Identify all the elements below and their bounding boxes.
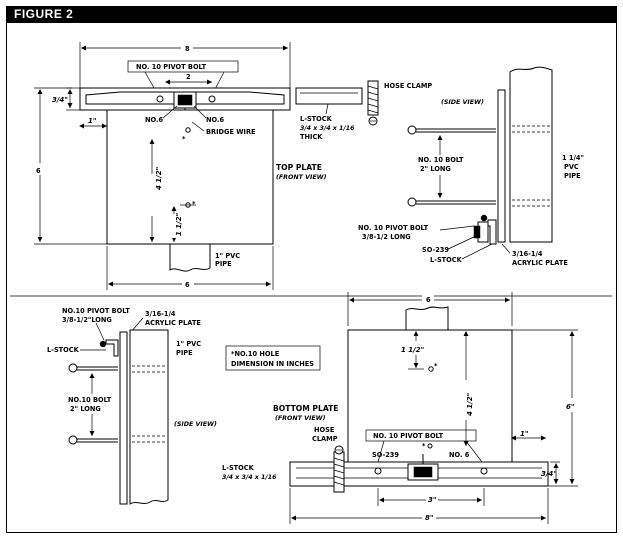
right-acrylic: 3/16-1/4 bbox=[512, 250, 543, 258]
l-stock-piece: L-STOCK 3/4 x 3/4 x 1/16 THICK bbox=[295, 87, 363, 141]
top-pvc-label: 1" PVC bbox=[215, 252, 240, 260]
right-pvc-label-2: PVC bbox=[564, 163, 579, 171]
top-pivot-bolt-label: NO. 10 PIVOT BOLT bbox=[136, 63, 207, 71]
figure-title: FIGURE 2 bbox=[6, 6, 617, 23]
bottom-no6: NO. 6 bbox=[449, 451, 470, 459]
left-l-stock: L-STOCK bbox=[47, 346, 80, 354]
top-plate-drawing: 8 NO. 10 PIVOT BOLT 2 bbox=[34, 42, 327, 290]
l-stock-dims: 3/4 x 3/4 x 1/16 bbox=[300, 125, 355, 132]
bottom-dim-3: 3" bbox=[428, 496, 437, 504]
top-pvc-label-2: PIPE bbox=[215, 260, 232, 268]
right-bolt-long: 2" LONG bbox=[420, 165, 451, 173]
left-pvc-label: 1" PVC bbox=[176, 340, 201, 348]
top-bridge-wire: BRIDGE WIRE bbox=[206, 128, 256, 136]
top-no6-left: NO.6 bbox=[145, 116, 163, 124]
bottom-dim-4-1-2: 4 1/2" bbox=[466, 393, 474, 416]
legend-line-1: *NO.10 HOLE bbox=[231, 350, 280, 358]
bottom-dim-1-1-2: 1 1/2" bbox=[401, 346, 424, 354]
left-acrylic: 3/16-1/4 bbox=[145, 310, 176, 318]
l-stock-label: L-STOCK bbox=[300, 115, 333, 123]
top-dim-6-bottom: 6 bbox=[185, 281, 190, 289]
right-side-view: NO. 10 BOLT 2" LONG (SIDE VIEW) 1 1/4" P… bbox=[358, 66, 584, 267]
top-dim-4-1-2: 4 1/2" bbox=[155, 167, 163, 190]
bottom-dim-3-4: 3/4" bbox=[541, 470, 557, 478]
top-dim-3-4: 3/4" bbox=[52, 96, 68, 104]
top-asterisk-2: * bbox=[192, 200, 196, 208]
bottom-hose-label-2: CLAMP bbox=[312, 435, 338, 443]
right-bolt-label: NO. 10 BOLT bbox=[418, 156, 464, 164]
bottom-asterisk-1: * bbox=[434, 362, 438, 370]
right-pvc-label-3: PIPE bbox=[564, 172, 581, 180]
bottom-l-stock-dims: 3/4 x 3/4 x 1/16 bbox=[222, 474, 277, 481]
top-plate-title: TOP PLATE bbox=[276, 163, 322, 172]
right-side-view-label: (SIDE VIEW) bbox=[441, 99, 484, 106]
bottom-plate-drawing: 6 1 1/2" * 4 1/2" 6" 1" bbox=[222, 292, 580, 524]
right-pivot-long: 3/8-1/2 LONG bbox=[362, 233, 411, 241]
legend-box: *NO.10 HOLE DIMENSION IN INCHES bbox=[225, 345, 321, 371]
left-bolt-long: 2" LONG bbox=[70, 405, 101, 413]
right-so239: SO-239 bbox=[422, 246, 449, 254]
hose-clamp-top: HOSE CLAMP bbox=[367, 80, 432, 126]
right-l-stock: L-STOCK bbox=[430, 256, 463, 264]
bottom-so239: SO-239 bbox=[372, 451, 399, 459]
top-plate-subtitle: (FRONT VIEW) bbox=[276, 174, 327, 181]
top-dim-6-left: 6 bbox=[36, 167, 41, 175]
bottom-plate-subtitle: (FRONT VIEW) bbox=[275, 415, 326, 422]
right-pivot-bolt: NO. 10 PIVOT BOLT bbox=[358, 224, 429, 232]
bottom-hose-label: HOSE bbox=[314, 426, 335, 434]
l-stock-thick: THICK bbox=[300, 133, 323, 141]
left-acrylic-2: ACRYLIC PLATE bbox=[145, 319, 201, 327]
top-dim-8: 8 bbox=[185, 45, 190, 53]
bottom-dim-6-right: 6" bbox=[566, 403, 575, 411]
bottom-dim-6-top: 6 bbox=[426, 296, 431, 304]
left-side-view: NO.10 PIVOT BOLT 3/8-1/2"LONG 3/16-1/4 A… bbox=[47, 307, 217, 505]
top-dim-2: 2 bbox=[186, 73, 191, 81]
legend-line-2: DIMENSION IN INCHES bbox=[231, 360, 314, 368]
right-pvc-label: 1 1/4" bbox=[562, 154, 584, 162]
bottom-plate-title: BOTTOM PLATE bbox=[273, 404, 339, 413]
bottom-l-stock: L-STOCK bbox=[222, 464, 255, 472]
bottom-pivot-bolt: NO. 10 PIVOT BOLT bbox=[373, 432, 444, 440]
right-acrylic-2: ACRYLIC PLATE bbox=[512, 259, 568, 267]
left-pivot-long: 3/8-1/2"LONG bbox=[62, 316, 112, 324]
top-no6-right: NO.6 bbox=[206, 116, 224, 124]
bottom-dim-1: 1" bbox=[520, 430, 529, 438]
left-pvc-label-2: PIPE bbox=[176, 349, 193, 357]
top-dim-1-1-2: 1 1/2" bbox=[175, 213, 183, 236]
left-side-view-label: (SIDE VIEW) bbox=[174, 421, 217, 428]
top-dim-1: 1" bbox=[88, 117, 97, 125]
left-bolt-label: NO.10 BOLT bbox=[68, 396, 112, 404]
bottom-dim-8: 8" bbox=[425, 514, 434, 522]
top-asterisk-1: * bbox=[182, 135, 186, 143]
bottom-asterisk-2: * bbox=[422, 442, 426, 450]
hose-clamp-label: HOSE CLAMP bbox=[384, 82, 432, 90]
left-pivot-bolt: NO.10 PIVOT BOLT bbox=[62, 307, 130, 315]
